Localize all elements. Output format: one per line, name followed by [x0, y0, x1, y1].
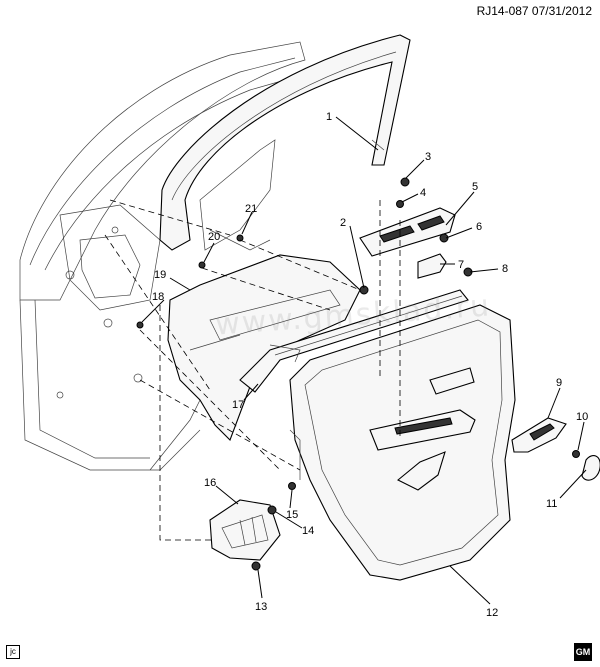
diagram-reference-code: RJ14-087 07/31/2012 [476, 4, 592, 18]
corner-mark: jc [6, 645, 20, 659]
gm-logo-badge: GM [574, 643, 592, 661]
callout-15: 15 [286, 509, 298, 521]
callout-11: 11 [546, 498, 557, 510]
callout-5: 5 [472, 181, 478, 193]
callout-6: 6 [476, 221, 482, 233]
callout-17: 17 [232, 399, 244, 411]
inside-door-handle [511, 417, 567, 453]
inner-belt-sealing-strip [239, 289, 469, 393]
trim-panel-bracket [209, 499, 281, 561]
callout-12: 12 [486, 607, 498, 619]
door-trim-panel [289, 304, 516, 581]
callout-leader-lines [141, 116, 587, 605]
handle-escutcheon [581, 455, 600, 481]
window-switch-bezel [359, 207, 456, 257]
callout-13: 13 [255, 601, 267, 613]
callout-3: 3 [425, 151, 431, 163]
callout-10: 10 [576, 411, 588, 423]
callout-18: 18 [152, 291, 164, 303]
callout-1: 1 [326, 111, 332, 123]
door-body-frame [19, 41, 306, 471]
callout-19: 19 [154, 269, 166, 281]
callout-labels: 1 2 3 4 5 6 7 8 9 10 11 12 13 14 15 16 1… [152, 111, 588, 619]
fasteners [136, 177, 580, 571]
window-frame-molding [159, 34, 411, 251]
callout-2: 2 [340, 217, 346, 229]
window-switch [417, 253, 447, 279]
callout-9: 9 [556, 377, 562, 389]
callout-14: 14 [302, 525, 314, 537]
callout-20: 20 [208, 231, 220, 243]
assembly-guide-lines [104, 199, 401, 541]
callout-16: 16 [204, 477, 216, 489]
callout-21: 21 [245, 203, 257, 215]
callout-4: 4 [420, 187, 426, 199]
callout-8: 8 [502, 263, 508, 275]
callout-7: 7 [458, 259, 464, 271]
